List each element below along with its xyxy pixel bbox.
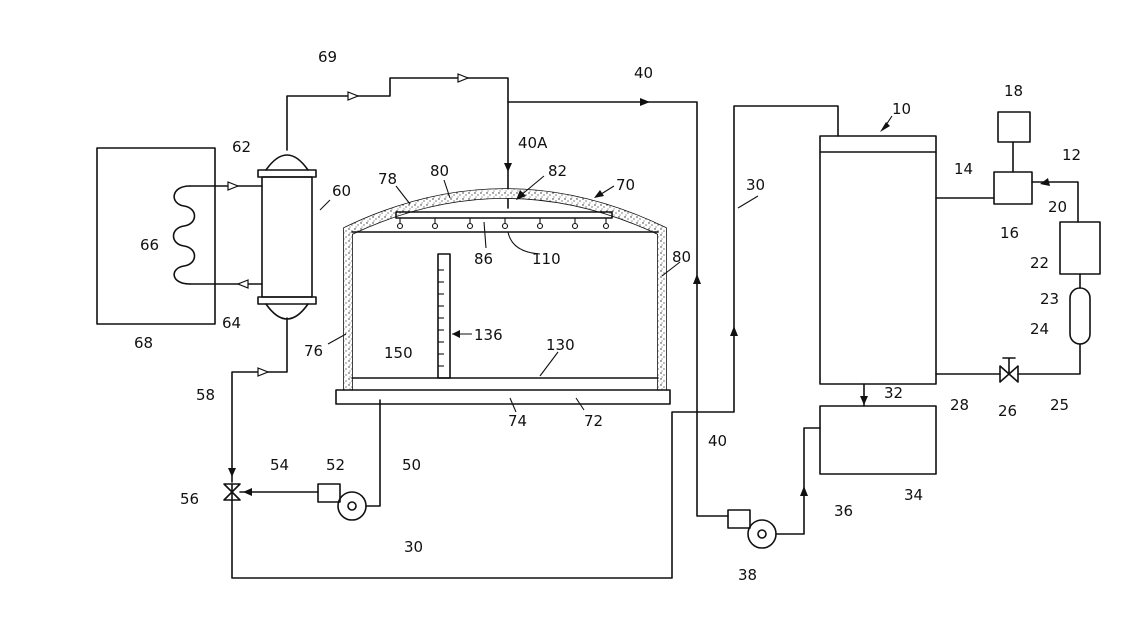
label-20: 20	[1048, 198, 1067, 216]
label-40b: 40	[708, 432, 727, 450]
label-82: 82	[548, 162, 567, 180]
arrow-36	[800, 486, 808, 496]
arrow-10	[880, 122, 890, 132]
pump-52-body	[318, 484, 340, 502]
label-28: 28	[950, 396, 969, 414]
label-40a: 40	[634, 64, 653, 82]
line-25	[1018, 344, 1080, 374]
gauge-ticks-150	[438, 270, 444, 366]
label-10: 10	[892, 100, 911, 118]
exchanger-bottom-flange	[258, 297, 316, 304]
arrow-64	[238, 280, 248, 288]
arrow-40A	[504, 163, 512, 172]
coil-66	[174, 186, 195, 284]
pump-52-hub	[348, 502, 356, 510]
label-18: 18	[1004, 82, 1023, 100]
heat-exchanger-60	[262, 177, 312, 297]
label-36: 36	[834, 502, 853, 520]
label-66: 66	[140, 236, 159, 254]
leader-30-mid	[738, 196, 758, 208]
label-50: 50	[402, 456, 421, 474]
tower-10	[820, 136, 936, 384]
label-25: 25	[1050, 396, 1069, 414]
label-23: 23	[1040, 290, 1059, 308]
line-30-mid	[697, 106, 838, 412]
leader-86	[484, 222, 486, 248]
valve-26-stem	[1003, 358, 1015, 374]
pump-38-hub	[758, 530, 766, 538]
exchanger-bottom-cap	[266, 304, 308, 319]
arrow-58-down	[228, 468, 236, 477]
label-30a: 30	[746, 176, 765, 194]
arrow-62	[228, 182, 238, 190]
arrow-54	[243, 488, 252, 496]
label-70: 70	[616, 176, 635, 194]
label-22: 22	[1030, 254, 1049, 272]
label-40A: 40A	[518, 134, 548, 152]
label-26: 26	[998, 402, 1017, 420]
spray-nozzles-86	[398, 218, 609, 229]
label-86: 86	[474, 250, 493, 268]
arrow-69b	[458, 74, 468, 82]
label-58: 58	[196, 386, 215, 404]
level-gauge-136	[438, 254, 450, 378]
label-80b: 80	[672, 248, 691, 266]
label-60: 60	[332, 182, 351, 200]
arrow-69a	[348, 92, 358, 100]
label-78: 78	[378, 170, 397, 188]
unit-16	[994, 172, 1032, 204]
label-54: 54	[270, 456, 289, 474]
label-130: 130	[546, 336, 575, 354]
arrow-136	[452, 330, 460, 338]
arrow-top-40	[640, 98, 650, 106]
exchanger-top-cap	[266, 155, 308, 170]
unit-22	[1060, 222, 1100, 274]
label-72: 72	[584, 412, 603, 430]
label-12: 12	[1062, 146, 1081, 164]
label-136: 136	[474, 326, 503, 344]
exchanger-top-flange	[258, 170, 316, 177]
tank-base-72	[336, 390, 670, 404]
label-74: 74	[508, 412, 527, 430]
line-36	[776, 428, 820, 534]
leader-60	[320, 200, 330, 210]
leader-74	[510, 398, 516, 412]
tank-34	[820, 406, 936, 474]
arrow-58	[258, 368, 268, 376]
label-150: 150	[384, 344, 413, 362]
label-52: 52	[326, 456, 345, 474]
label-80a: 80	[430, 162, 449, 180]
leader-78	[396, 186, 410, 204]
arrow-40-up	[693, 274, 701, 284]
label-62: 62	[232, 138, 251, 156]
leader-130	[540, 352, 558, 376]
label-34: 34	[904, 486, 923, 504]
arrow-32	[860, 396, 868, 405]
label-16: 16	[1000, 224, 1019, 242]
label-76: 76	[304, 342, 323, 360]
label-56: 56	[180, 490, 199, 508]
label-14: 14	[954, 160, 973, 178]
line-50	[366, 400, 380, 506]
label-24: 24	[1030, 320, 1049, 338]
label-68: 68	[134, 334, 153, 352]
label-38: 38	[738, 566, 757, 584]
label-69: 69	[318, 48, 337, 66]
arrow-30-up	[730, 326, 738, 336]
arrow-70	[594, 190, 604, 198]
label-110: 110	[532, 250, 561, 268]
label-32: 32	[884, 384, 903, 402]
vessel-24	[1070, 288, 1090, 344]
spray-header-82	[396, 212, 612, 218]
pump-38-body	[728, 510, 750, 528]
line-30-bottom	[232, 412, 728, 578]
label-30b: 30	[404, 538, 423, 556]
pump-52	[338, 492, 366, 520]
pump-38	[748, 520, 776, 548]
label-64: 64	[222, 314, 241, 332]
unit-18	[998, 112, 1030, 142]
